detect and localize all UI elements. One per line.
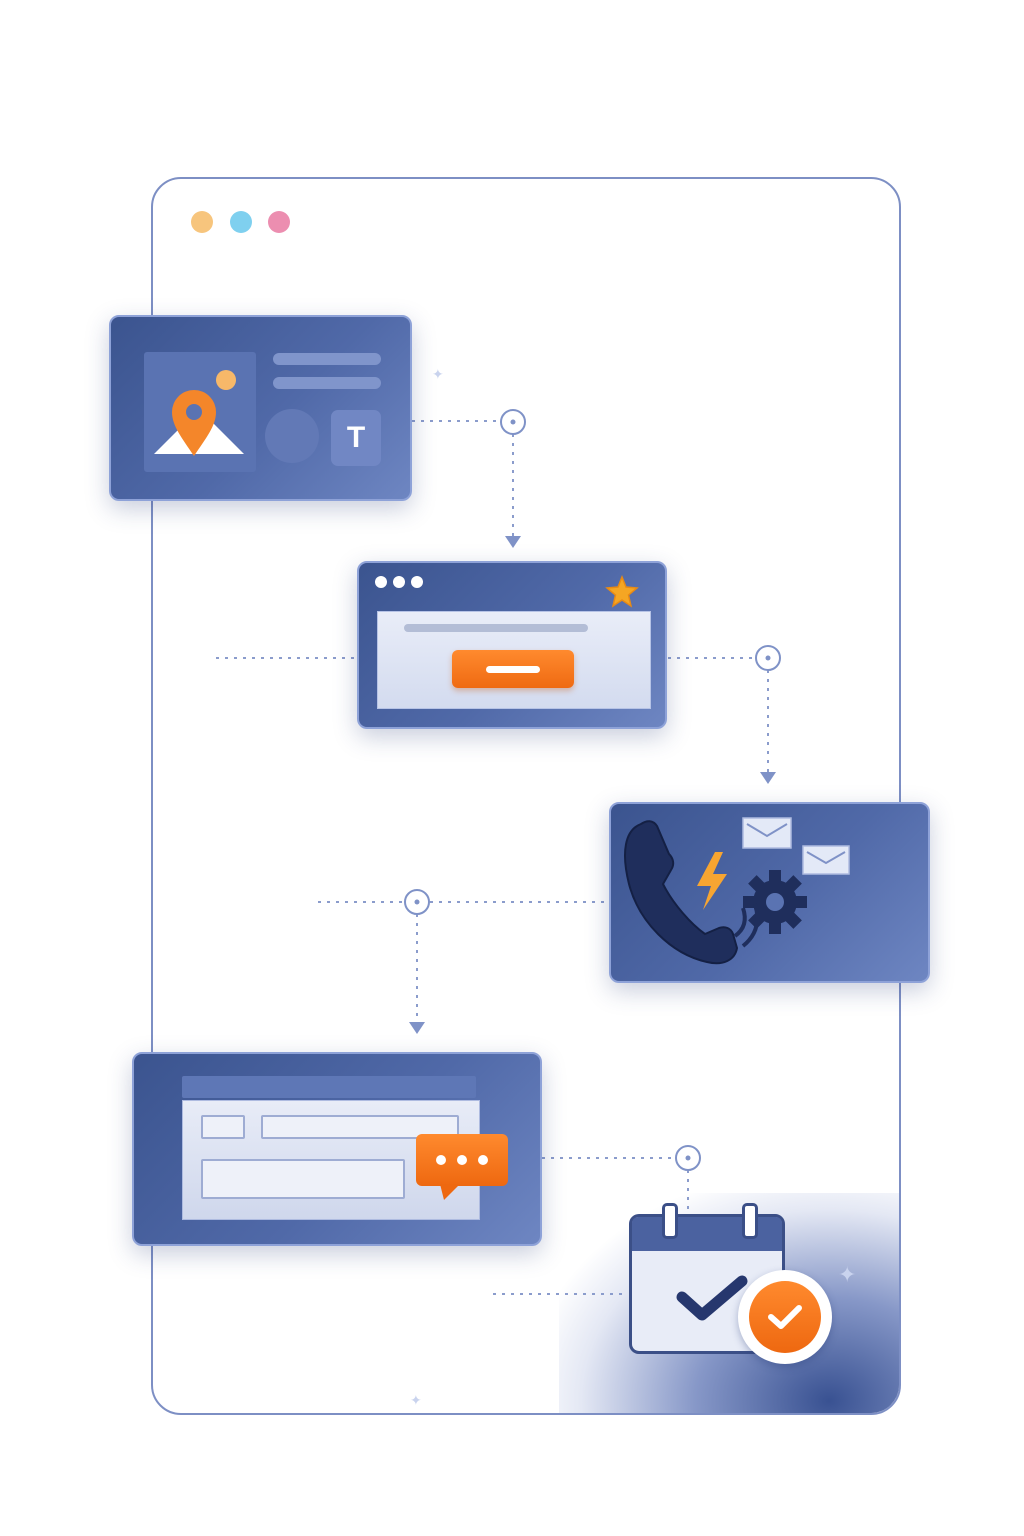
window-controls: [375, 575, 429, 593]
sparkle-icon: ✦: [410, 1392, 422, 1408]
window-control-yellow[interactable]: [191, 211, 213, 233]
completed-badge: [738, 1270, 832, 1364]
form-header: [182, 1076, 476, 1098]
sparkle-icon: ✦: [432, 366, 444, 382]
map-pin-icon: [172, 390, 216, 456]
arrow-down-icon: [409, 1022, 425, 1034]
action-button[interactable]: [452, 650, 574, 688]
avatar-placeholder: [265, 409, 319, 463]
form-field-small[interactable]: [201, 1115, 245, 1139]
checkmark-icon: [768, 1305, 802, 1329]
phone-icon: [624, 820, 739, 965]
call-automation-card[interactable]: [609, 802, 930, 983]
text-line: [273, 353, 381, 365]
star-icon: [605, 575, 639, 608]
image-placeholder: [144, 352, 256, 472]
mail-icon: [742, 817, 792, 849]
content-card[interactable]: T: [109, 315, 412, 501]
page-body: [377, 611, 651, 709]
checkmark-icon: [676, 1275, 748, 1321]
gear-icon: [743, 870, 807, 934]
sparkle-icon: ✦: [838, 1262, 857, 1287]
arrow-down-icon: [505, 536, 521, 548]
text-line: [273, 377, 381, 389]
chat-bubble-icon: [416, 1134, 508, 1200]
mail-icon: [802, 845, 850, 875]
form-chat-card[interactable]: [132, 1052, 542, 1246]
text-line: [404, 624, 588, 632]
arrow-down-icon: [760, 772, 776, 784]
web-page-card[interactable]: [357, 561, 667, 729]
window-control-pink[interactable]: [268, 211, 290, 233]
form-textarea[interactable]: [201, 1159, 405, 1199]
sun-icon: [216, 370, 236, 390]
text-icon: T: [331, 410, 381, 466]
window-control-blue[interactable]: [230, 211, 252, 233]
lightning-icon: [697, 852, 727, 910]
